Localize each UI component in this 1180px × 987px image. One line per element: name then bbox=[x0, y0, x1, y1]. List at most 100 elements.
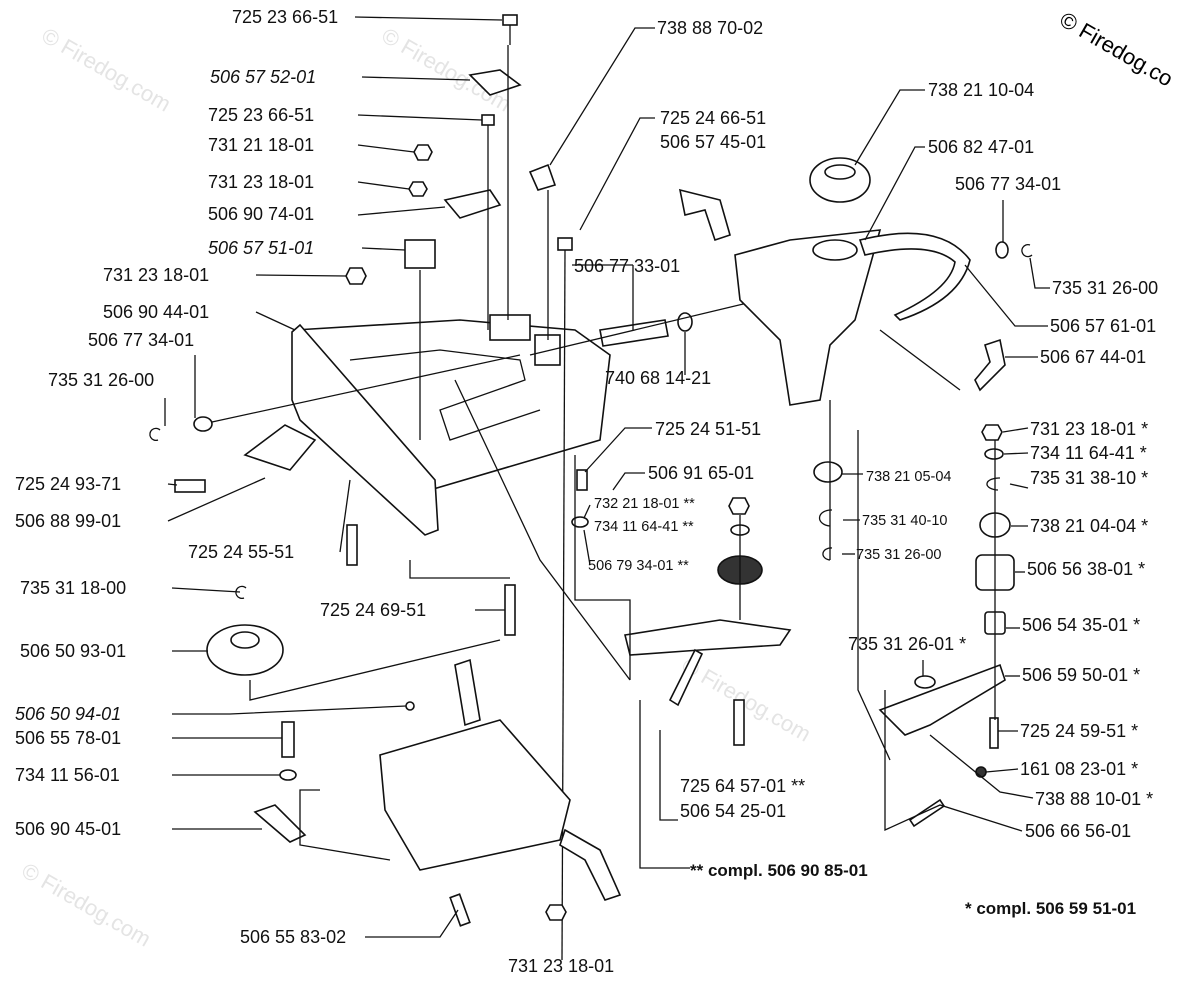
washer-part bbox=[193, 416, 213, 432]
part-label: 161 08 23-01 * bbox=[1020, 759, 1138, 779]
part-label: 725 24 51-51 bbox=[655, 419, 761, 439]
bracket-part bbox=[974, 338, 1006, 392]
part-label: 734 11 56-01 bbox=[15, 765, 120, 785]
pulley-part bbox=[206, 624, 284, 676]
leader-lines bbox=[164, 16, 1050, 938]
part-label: 506 91 65-01 bbox=[648, 463, 754, 483]
clamp-band-part bbox=[858, 232, 971, 321]
part-label: 738 21 10-04 bbox=[928, 80, 1034, 100]
input-shaft-part bbox=[454, 658, 481, 727]
bolt-part bbox=[481, 114, 495, 126]
part-label: 506 67 44-01 bbox=[1040, 347, 1146, 367]
part-label: 506 55 83-02 bbox=[240, 927, 346, 947]
washer-part bbox=[677, 312, 693, 332]
part-label: 506 90 45-01 bbox=[15, 819, 121, 839]
part-label: 734 11 64-41 * bbox=[1030, 443, 1147, 463]
part-label: 738 21 05-04 bbox=[866, 469, 951, 485]
part-label: 506 54 25-01 bbox=[680, 801, 786, 821]
part-label: 506 82 47-01 bbox=[928, 137, 1034, 157]
part-label: 725 24 69-51 bbox=[320, 600, 426, 620]
bolt-part bbox=[733, 699, 745, 746]
part-label: 725 24 93-71 bbox=[15, 474, 121, 494]
part-label: 506 79 34-01 ** bbox=[588, 558, 689, 574]
part-label: 725 23 66-51 bbox=[232, 7, 338, 27]
watermark: © Firedog.com bbox=[18, 858, 156, 952]
nut-part bbox=[545, 904, 567, 921]
o-ring-part bbox=[405, 701, 415, 711]
part-label: 506 57 45-01 bbox=[660, 132, 766, 152]
part-label: 506 55 78-01 bbox=[15, 728, 121, 748]
bracket-part bbox=[443, 189, 502, 219]
part-label: 506 57 52-01 bbox=[210, 67, 316, 87]
bolt-part bbox=[174, 479, 206, 493]
bolt-part bbox=[557, 237, 573, 251]
part-label: 734 11 64-41 ** bbox=[594, 519, 694, 535]
part-label: 725 64 57-01 ** bbox=[680, 776, 805, 796]
part-label: 740 68 14-21 bbox=[605, 368, 711, 388]
part-label: 738 88 10-01 * bbox=[1035, 789, 1153, 809]
part-label: 731 23 18-01 * bbox=[1030, 419, 1148, 439]
part-label: 506 77 33-01 bbox=[574, 256, 680, 276]
part-label: 735 31 26-01 * bbox=[848, 634, 966, 654]
bolt-part bbox=[576, 469, 588, 491]
bearing-part bbox=[809, 157, 871, 203]
spring-part bbox=[908, 798, 946, 828]
washer-part bbox=[279, 769, 297, 781]
watermark-corner: © Firedog.co bbox=[1056, 7, 1178, 92]
circlip-part bbox=[818, 509, 833, 527]
part-label: 731 21 18-01 bbox=[208, 135, 314, 155]
bolt-part bbox=[989, 717, 999, 749]
washer-part bbox=[984, 448, 1004, 460]
bolt-part bbox=[502, 14, 518, 26]
part-label: 506 77 34-01 bbox=[955, 174, 1061, 194]
bracket-part bbox=[404, 239, 436, 269]
part-label: 735 31 40-10 bbox=[862, 513, 947, 529]
spring-part bbox=[668, 648, 704, 707]
part-label: 725 24 55-51 bbox=[188, 542, 294, 562]
part-label: 506 57 51-01 bbox=[208, 238, 314, 258]
bracket-part bbox=[243, 424, 317, 471]
grease-nipple-part bbox=[528, 163, 557, 191]
ball-part bbox=[975, 766, 987, 778]
part-label: 731 23 18-01 bbox=[103, 265, 209, 285]
part-label: 506 56 38-01 * bbox=[1027, 559, 1145, 579]
circlip-part bbox=[822, 547, 833, 561]
washer-part bbox=[995, 241, 1009, 259]
part-label: 735 31 26-00 bbox=[1052, 278, 1158, 298]
circlip-part bbox=[149, 427, 161, 442]
part-label: 506 66 56-01 bbox=[1025, 821, 1131, 841]
part-label: 506 50 93-01 bbox=[20, 641, 126, 661]
part-label: 506 50 94-01 bbox=[15, 704, 121, 724]
part-label: 731 23 18-01 bbox=[208, 172, 314, 192]
steering-arm-part bbox=[878, 663, 1006, 736]
part-label: 725 24 66-51 bbox=[660, 108, 766, 128]
steering-housing-part bbox=[734, 229, 882, 406]
part-labels: 725 23 66-51 506 57 52-01 725 23 66-51 7… bbox=[15, 7, 1158, 976]
assembly-note: * compl. 506 59 51-01 bbox=[965, 899, 1136, 918]
circlip-part bbox=[914, 675, 936, 689]
link-plate-part bbox=[253, 804, 307, 843]
bolt-part bbox=[281, 721, 295, 758]
part-label: 506 77 34-01 bbox=[88, 330, 194, 350]
part-label: 731 23 18-01 bbox=[508, 956, 614, 976]
output-shaft-part bbox=[559, 828, 622, 901]
washer-part bbox=[571, 516, 589, 528]
watermark: © Firedog.com bbox=[678, 653, 816, 747]
part-label: 738 21 04-04 * bbox=[1030, 516, 1148, 536]
parts bbox=[149, 14, 1033, 961]
part-label: 725 23 66-51 bbox=[208, 105, 314, 125]
part-label: 506 90 44-01 bbox=[103, 302, 209, 322]
part-label: 735 31 38-10 * bbox=[1030, 468, 1148, 488]
nut-part bbox=[408, 181, 428, 197]
nut-part bbox=[728, 497, 750, 515]
bearing-part bbox=[813, 461, 843, 483]
gearbox-part bbox=[379, 719, 571, 871]
part-label: 735 31 26-00 bbox=[48, 370, 154, 390]
assembly-note: ** compl. 506 90 85-01 bbox=[690, 861, 868, 880]
part-label: 506 54 35-01 * bbox=[1022, 615, 1140, 635]
bolt-part bbox=[449, 893, 471, 927]
bracket-part bbox=[678, 188, 731, 242]
part-label: 735 31 18-00 bbox=[20, 578, 126, 598]
part-label: 732 21 18-01 ** bbox=[594, 496, 695, 512]
